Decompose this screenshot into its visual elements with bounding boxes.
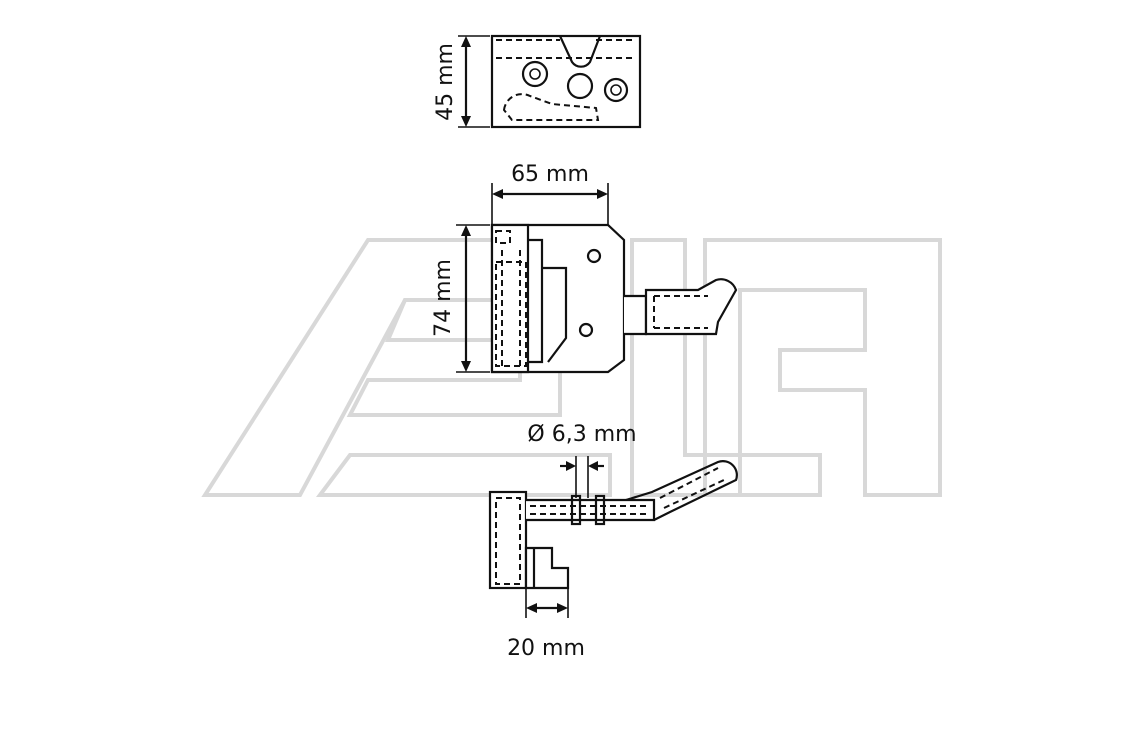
top-view	[490, 34, 642, 129]
dim-label-65mm: 65 mm	[511, 162, 589, 187]
dimension-65mm: 65 mm	[491, 162, 609, 225]
dim-label-20mm: 20 mm	[507, 636, 585, 661]
dimension-pin-diameter: Ø 6,3 mm	[527, 422, 637, 498]
front-view	[490, 223, 738, 374]
dimension-45mm: 45 mm	[433, 35, 490, 128]
dimension-20mm: 20 mm	[507, 588, 585, 661]
dim-label-74mm: 74 mm	[431, 259, 456, 337]
dim-label-diameter: Ø 6,3 mm	[527, 422, 636, 447]
dim-label-45mm: 45 mm	[433, 43, 458, 121]
side-view	[488, 460, 738, 590]
dimension-74mm: 74 mm	[431, 224, 490, 373]
